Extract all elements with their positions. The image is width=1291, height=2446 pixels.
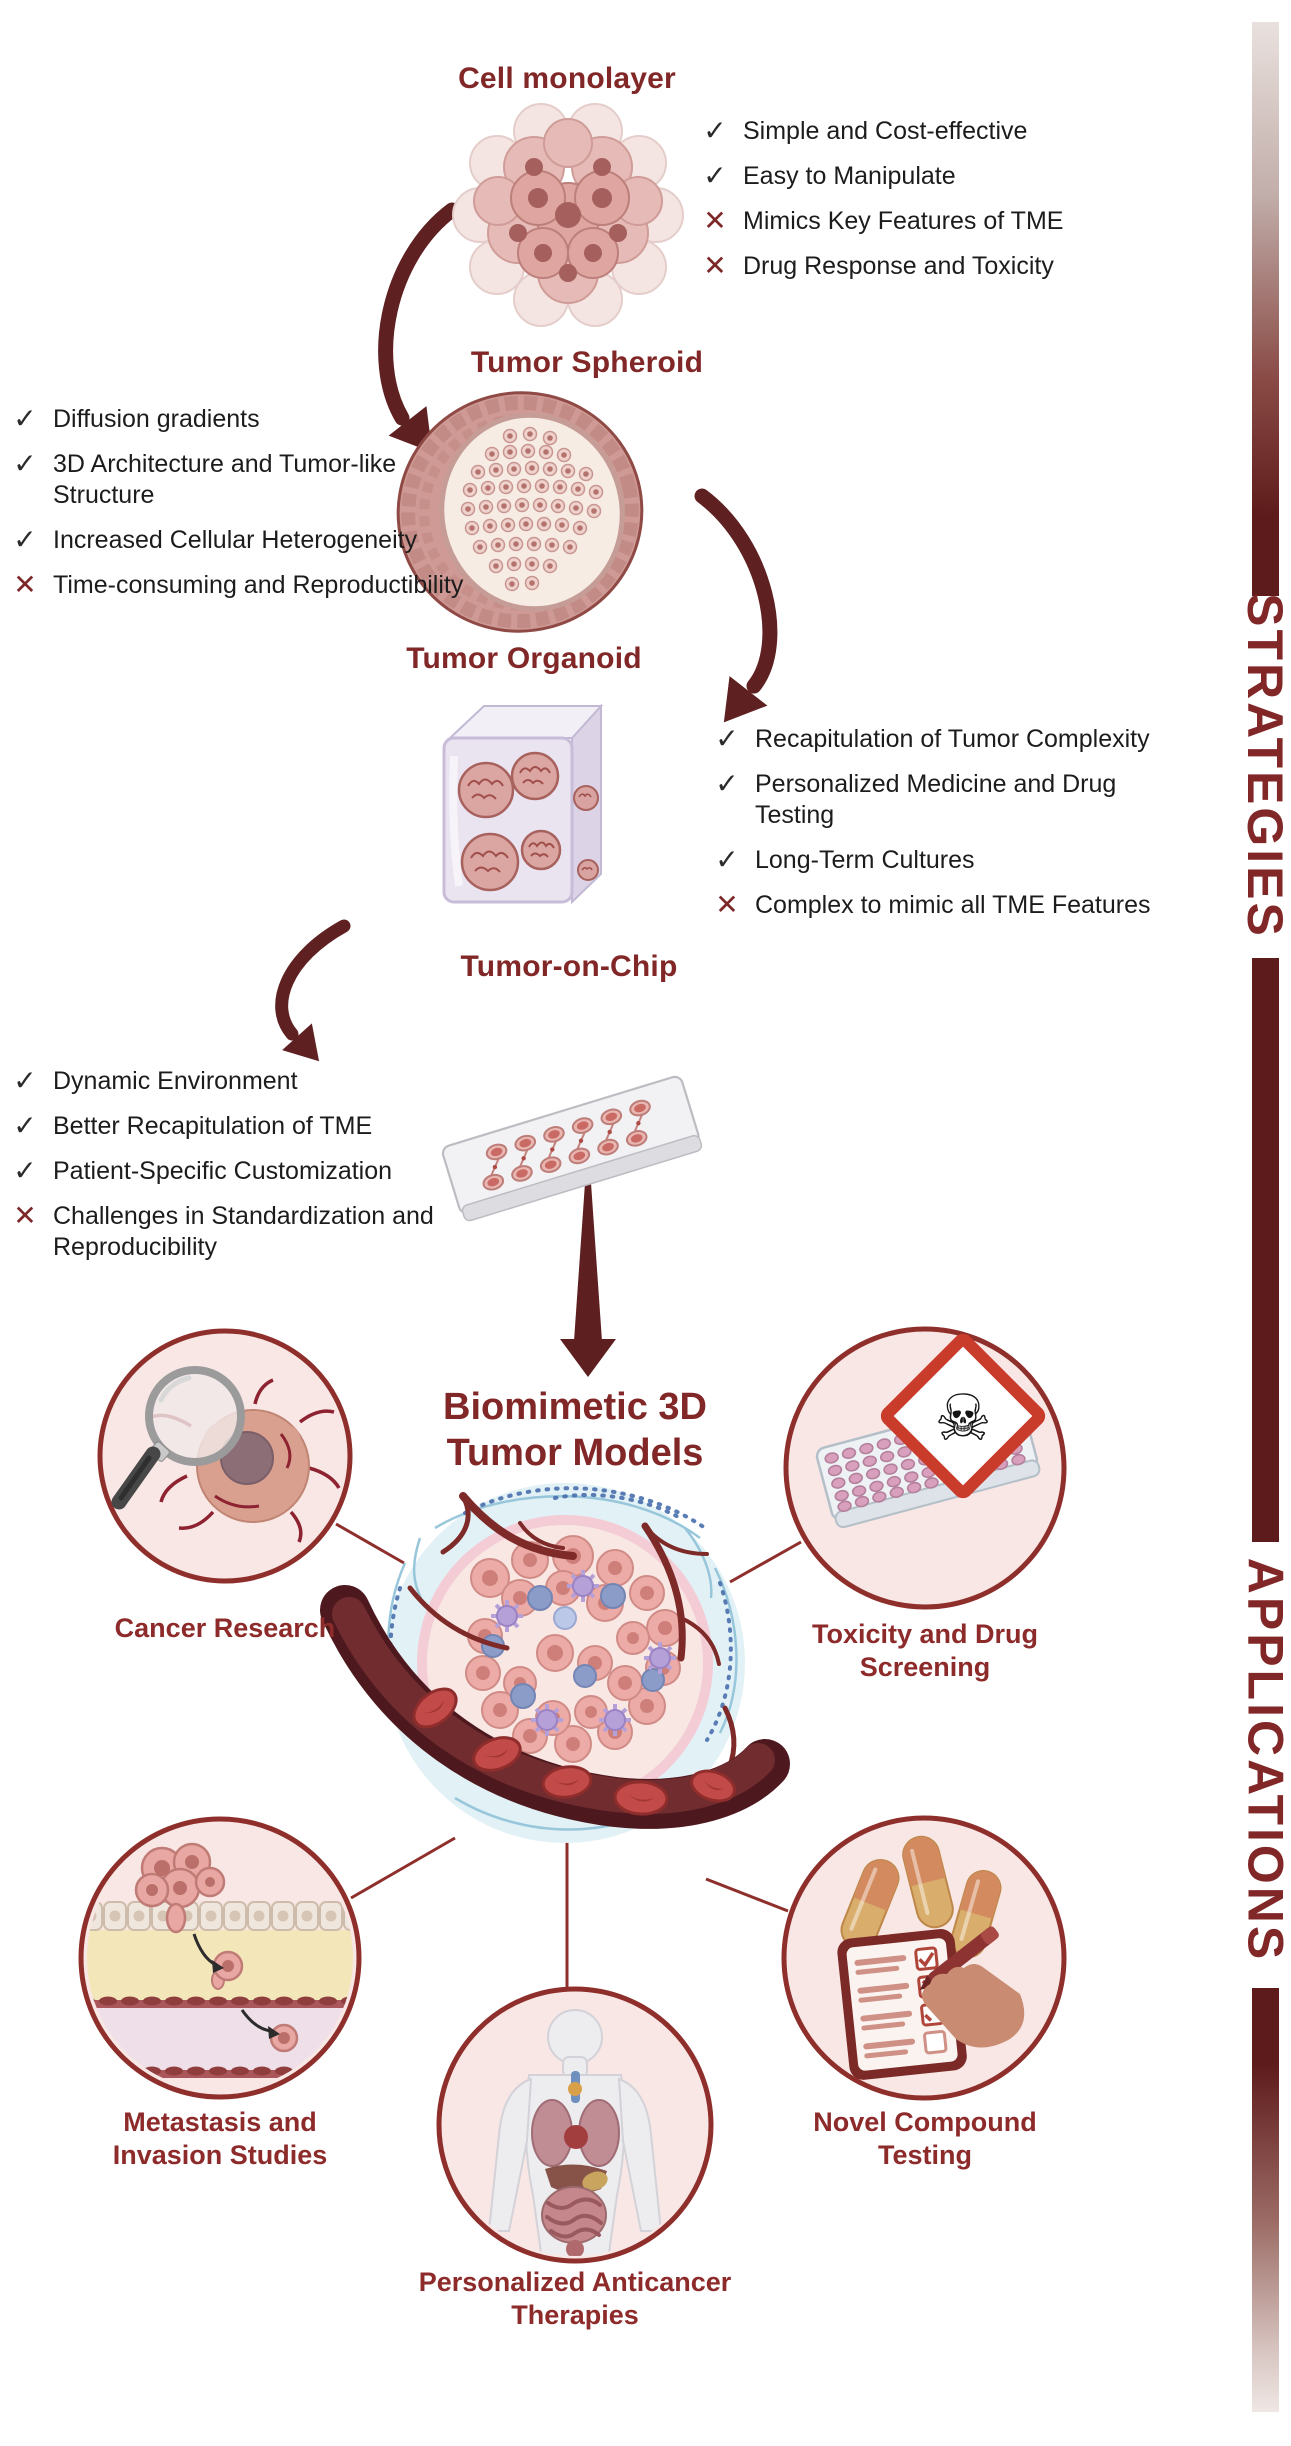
applications-rail-label: APPLICATIONS: [1237, 1557, 1291, 1963]
list-item: ✕ Complex to mimic all TME Features: [712, 890, 1172, 921]
check-icon: ✓: [13, 448, 37, 479]
list-item-label: Complex to mimic all TME Features: [755, 891, 1151, 919]
biomimetic-tumor-model-illustration: [320, 1483, 790, 1843]
skull-icon: ☠: [934, 1382, 991, 1454]
strategies-rail-top: [1252, 22, 1279, 596]
toxicity-drug-screening-illustration: ☠: [783, 1326, 1067, 1610]
cell-monolayer-illustration: [452, 103, 684, 327]
strategies-rail-label-wrap: STRATEGIES: [1200, 593, 1291, 939]
cell-monolayer-feature-list: ✓ Simple and Cost-effective ✓ Easy to Ma…: [700, 116, 1130, 282]
step-title-cell-monolayer: Cell monolayer: [458, 62, 676, 95]
list-item: ✓ Patient-Specific Customization: [10, 1156, 460, 1187]
tumor-organoid-feature-list: ✓ Recapitulation of Tumor Complexity ✓ P…: [712, 724, 1172, 921]
arrow-organoid-to-chip: [275, 919, 351, 1062]
list-item-label: Better Recapitulation of TME: [53, 1112, 373, 1140]
cross-icon: ✕: [703, 205, 727, 236]
list-item-label: Easy to Manipulate: [743, 162, 956, 190]
arrow-chip-to-center: [560, 1183, 616, 1377]
applications-rail-label-wrap: APPLICATIONS: [1200, 1540, 1291, 1980]
check-icon: ✓: [13, 524, 37, 555]
check-icon: ✓: [715, 844, 739, 875]
cancer-research-illustration: [97, 1328, 353, 1584]
cross-icon: ✕: [13, 569, 37, 600]
hand-with-pen-icon: [919, 1926, 1025, 2048]
rail-middle: [1252, 958, 1279, 1542]
list-item-label: Simple and Cost-effective: [743, 117, 1028, 145]
organoid-spheres: [457, 751, 599, 892]
app-label-toxicity-drug-screening: Toxicity and Drug Screening: [811, 1619, 1039, 1682]
red-blood-cells: [412, 1687, 736, 1816]
magnifier-icon: [111, 1366, 245, 1510]
check-icon: ✓: [715, 723, 739, 754]
cross-icon: ✕: [715, 889, 739, 920]
list-item: ✕ Drug Response and Toxicity: [700, 251, 1130, 282]
list-item: ✓ Recapitulation of Tumor Complexity: [712, 724, 1172, 755]
check-icon: ✓: [715, 768, 739, 799]
list-item-label: Drug Response and Toxicity: [743, 252, 1054, 280]
cross-icon: ✕: [703, 250, 727, 281]
list-item: ✓ Personalized Medicine and Drug Testing: [712, 769, 1172, 831]
list-item: ✓ Long-Term Cultures: [712, 845, 1172, 876]
app-label-cancer-research: Cancer Research: [114, 1613, 336, 1643]
check-icon: ✓: [13, 1110, 37, 1141]
list-item: ✓ Better Recapitulation of TME: [10, 1111, 460, 1142]
step-title-tumor-spheroid: Tumor Spheroid: [470, 346, 704, 379]
list-item-label: Increased Cellular Heterogeneity: [53, 526, 418, 554]
tumor-spheroid-illustration: [396, 391, 644, 633]
list-item-label: Dynamic Environment: [53, 1067, 298, 1095]
tumor-on-chip-feature-list: ✓ Dynamic Environment ✓ Better Recapitul…: [10, 1066, 460, 1263]
check-icon: ✓: [703, 160, 727, 191]
center-title: Biomimetic 3D Tumor Models: [443, 1386, 707, 1474]
list-item-label: Diffusion gradients: [53, 405, 260, 433]
list-item: ✕ Time-consuming and Reproductibility: [10, 570, 480, 601]
tumor-organoid-illustration: [442, 703, 604, 905]
applications-rail-bottom: [1252, 1988, 1279, 2412]
tumor-vasculature: [407, 1492, 737, 1771]
check-icon: ✓: [13, 1065, 37, 1096]
list-item: ✕ Mimics Key Features of TME: [700, 206, 1130, 237]
step-title-tumor-organoid: Tumor Organoid: [406, 642, 642, 675]
list-item: ✕ Challenges in Standardization and Repr…: [10, 1201, 460, 1263]
app-label-metastasis-invasion: Metastasis and Invasion Studies: [112, 2107, 328, 2170]
migrating-cells: [211, 1950, 299, 2053]
checklist-clipboard-icon: [837, 1929, 967, 2080]
tumor-on-chip-illustration: [441, 1075, 703, 1222]
list-item: ✓ Diffusion gradients: [10, 404, 480, 435]
list-item-label: Recapitulation of Tumor Complexity: [755, 725, 1150, 753]
cross-icon: ✕: [13, 1200, 37, 1231]
hazard-diamond-icon: ☠: [880, 1333, 1046, 1499]
capsule-icons: [840, 1835, 1002, 1958]
app-label-novel-compound-testing: Novel Compound Testing: [813, 2107, 1037, 2170]
strategies-rail-label: STRATEGIES: [1237, 593, 1291, 939]
app-label-personalized-therapies: Personalized Anticancer Therapies: [418, 2267, 732, 2330]
list-item-label: Patient-Specific Customization: [53, 1157, 393, 1185]
tumor-spheroid-feature-list: ✓ Diffusion gradients ✓ 3D Architecture …: [10, 404, 480, 601]
check-icon: ✓: [703, 115, 727, 146]
list-item-label: Mimics Key Features of TME: [743, 207, 1064, 235]
step-title-tumor-on-chip: Tumor-on-Chip: [460, 950, 678, 983]
list-item: ✓ Increased Cellular Heterogeneity: [10, 525, 480, 556]
human-body-icon: [487, 2009, 663, 2256]
novel-compound-testing-illustration: [781, 1815, 1067, 2101]
tumor-cell-cluster: [134, 1842, 226, 1934]
metastasis-invasion-illustration: [78, 1816, 362, 2100]
check-icon: ✓: [13, 403, 37, 434]
check-icon: ✓: [13, 1155, 37, 1186]
immune-cells: [481, 1570, 676, 1736]
list-item: ✓ Simple and Cost-effective: [700, 116, 1130, 147]
arrow-spheroid-to-organoid: [694, 488, 778, 723]
list-item-label: Long-Term Cultures: [755, 846, 975, 874]
list-item-label: Time-consuming and Reproductibility: [53, 571, 464, 599]
personalized-therapies-illustration: [436, 1986, 714, 2264]
list-item: ✓ 3D Architecture and Tumor-like Structu…: [10, 449, 480, 511]
list-item-label: Personalized Medicine and Drug Testing: [755, 770, 1117, 829]
list-item-label: 3D Architecture and Tumor-like Structure: [53, 450, 397, 509]
list-item-label: Challenges in Standardization and Reprod…: [53, 1202, 434, 1261]
blood-vessel: [320, 1585, 790, 1829]
list-item: ✓ Easy to Manipulate: [700, 161, 1130, 192]
list-item: ✓ Dynamic Environment: [10, 1066, 460, 1097]
